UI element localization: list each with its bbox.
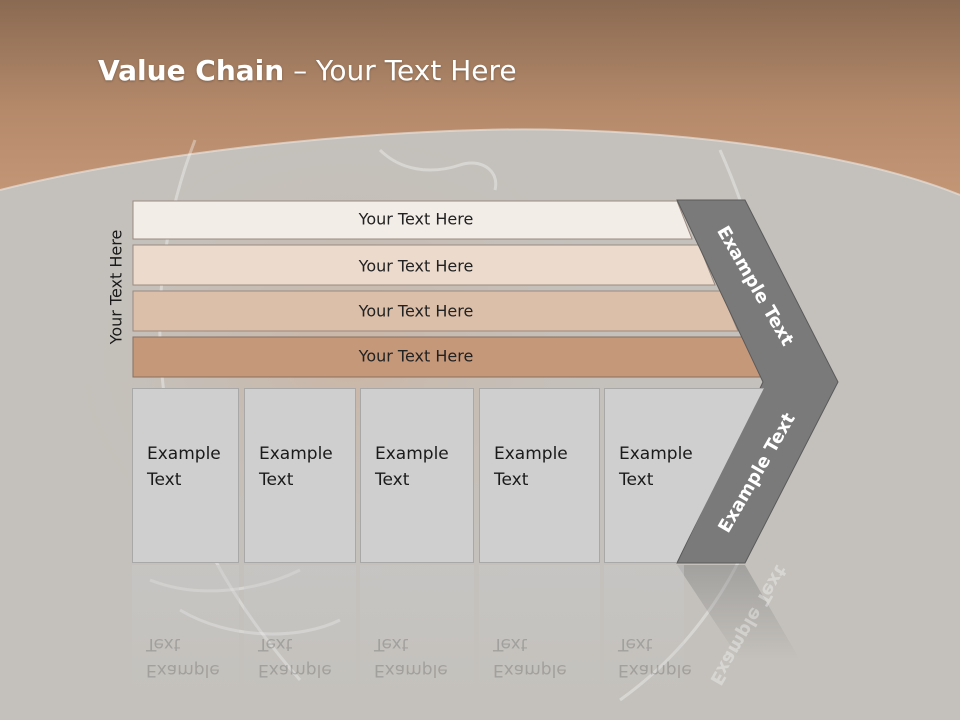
reflection-label-4: Example Text [493, 634, 567, 680]
activity-box-label-4: Example Text [494, 444, 568, 490]
chevron-reflection [677, 565, 800, 660]
reflection-5: Example Text [604, 565, 692, 695]
activity-box-1: Example Text [132, 388, 239, 563]
activity-box-label-5: Example Text [619, 444, 693, 490]
bar-shape-3 [132, 290, 739, 332]
reflection-2: Example Text [244, 565, 356, 695]
title-bold: Value Chain [98, 54, 285, 87]
reflection-label-5: Example Text [618, 634, 692, 680]
reflection-label-1: Example Text [146, 634, 220, 680]
bar-label-3: Your Text Here [358, 301, 474, 321]
bar-shape-1 [132, 200, 693, 240]
reflection-label-2: Example Text [258, 634, 332, 680]
bar-label-2: Your Text Here [358, 256, 474, 276]
activity-box-label-2: Example Text [259, 444, 333, 490]
activity-box-2: Example Text [244, 388, 356, 563]
activity-box-label-3: Example Text [375, 444, 449, 490]
title-rest: – Your Text Here [284, 54, 517, 87]
bar-shape-2 [132, 244, 716, 286]
activity-box-label-1: Example Text [147, 444, 221, 490]
reflection-label-3: Example Text [374, 634, 448, 680]
activity-box-3: Example Text [360, 388, 474, 563]
bar-label-1: Your Text Here [358, 209, 474, 229]
reflection-4: Example Text [479, 565, 600, 695]
reflection-1: Example Text [132, 565, 239, 695]
slide-title: Value Chain – Your Text Here [98, 54, 517, 87]
chevron-shape [676, 199, 839, 564]
bar-label-4: Your Text Here [358, 346, 474, 366]
reflection-3: Example Text [360, 565, 474, 695]
activity-box-4: Example Text [479, 388, 600, 563]
